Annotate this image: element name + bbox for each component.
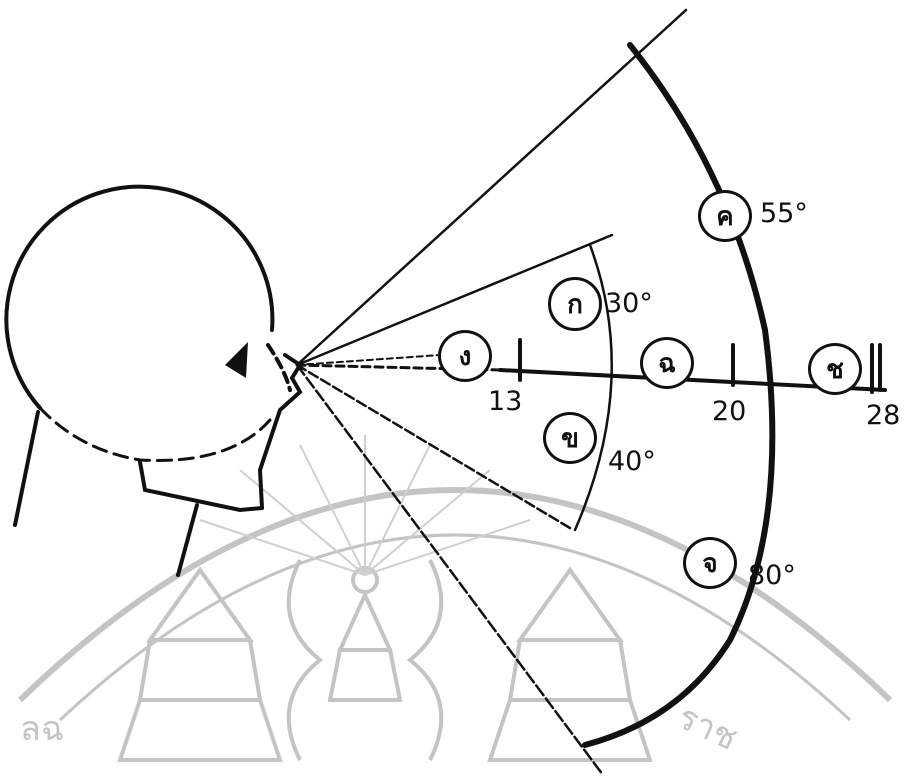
- zone-d-marker: ง: [438, 330, 492, 382]
- head-outline: [6, 187, 300, 575]
- eye-icon: [225, 342, 248, 378]
- outer-arc: [585, 45, 772, 745]
- distance-label-28: 28: [866, 402, 900, 429]
- angle-label-30: 30°: [605, 290, 653, 317]
- angle-label-55: 55°: [760, 200, 808, 227]
- zone-b-marker: ข: [543, 412, 597, 464]
- angle-label-40: 40°: [608, 448, 656, 475]
- angle-label-80: 80°: [748, 562, 796, 589]
- sight-lines: [297, 10, 885, 775]
- zone-e-marker: จ: [683, 537, 737, 589]
- zone-g-marker: ช: [808, 343, 862, 395]
- zone-c-marker: ค: [698, 190, 752, 242]
- distance-label-13: 13: [488, 388, 522, 415]
- distance-label-20: 20: [712, 398, 746, 425]
- zone-f-marker: ฉ: [640, 337, 694, 389]
- zone-a-marker: ก: [548, 277, 602, 331]
